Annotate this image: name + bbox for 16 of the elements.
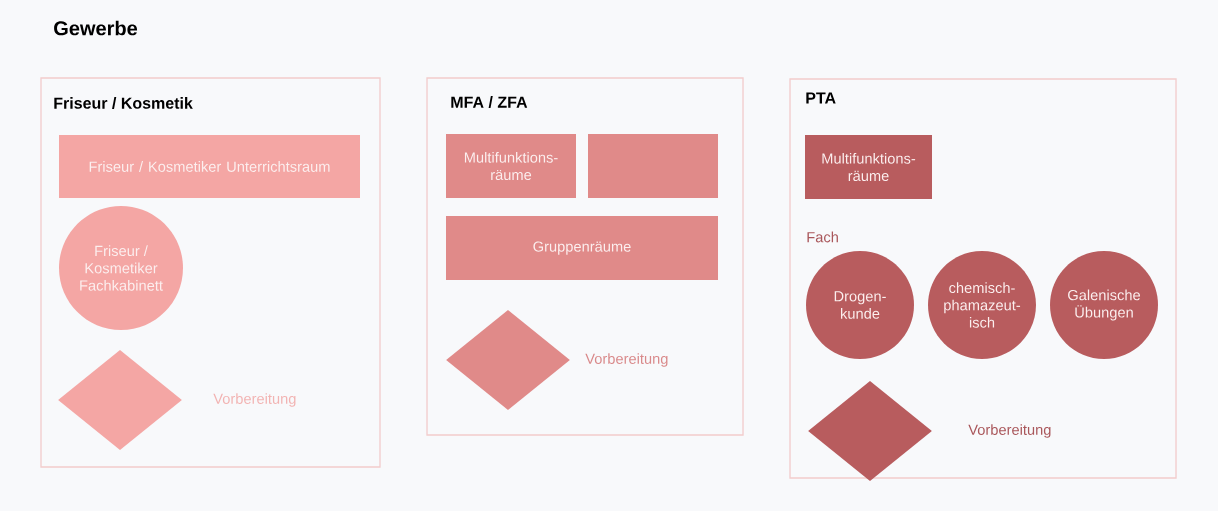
- room-box: Friseur / Kosmetiker Unterrichtsraum: [59, 135, 360, 198]
- panel-heading: Friseur / Kosmetik: [54, 97, 193, 109]
- preparation-diamond: [446, 310, 570, 410]
- room-box: Multifunktions- räume: [805, 135, 932, 199]
- page-title: Gewerbe: [54, 20, 138, 36]
- preparation-diamond: [808, 381, 932, 481]
- room-box: Gruppenräume: [446, 216, 718, 280]
- panel-heading: PTA: [806, 92, 836, 104]
- group-label: Fach: [807, 231, 838, 243]
- side-label: Vorbereitung: [213, 393, 296, 407]
- room-box: Multifunktions- räume: [446, 134, 576, 198]
- side-label: Vorbereitung: [585, 353, 668, 367]
- room-box: [588, 134, 718, 198]
- side-label: Vorbereitung: [968, 424, 1051, 438]
- preparation-diamond: [58, 350, 182, 450]
- panel-heading: MFA / ZFA: [451, 96, 528, 108]
